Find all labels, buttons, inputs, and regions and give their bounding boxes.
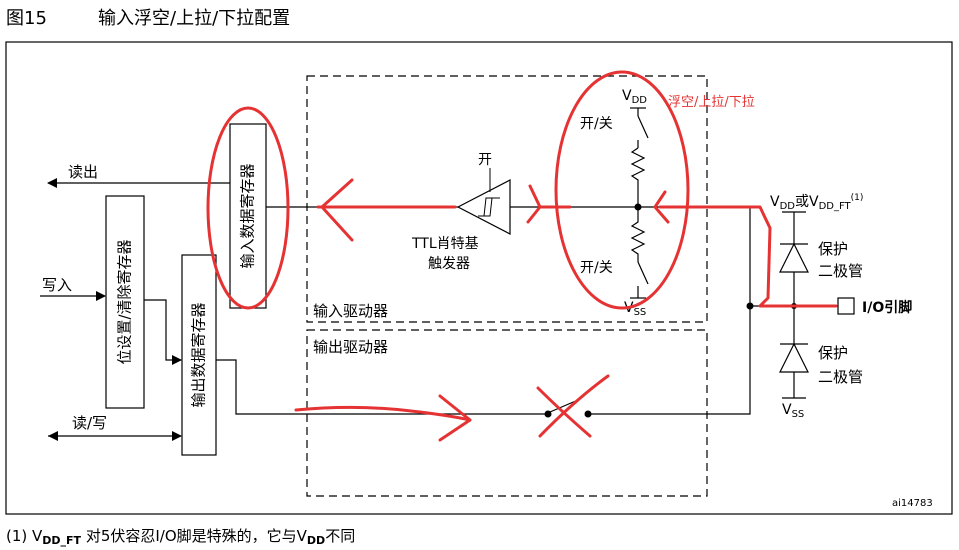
io-pin-icon — [837, 297, 855, 315]
figure-code: ai14783 — [892, 498, 933, 509]
input-driver-label: 输入驱动器 — [313, 302, 388, 320]
output-data-register — [181, 254, 217, 456]
hysteresis-icon — [478, 197, 500, 217]
bottom-diode-icon — [779, 342, 809, 373]
pin-node — [746, 302, 754, 310]
red-arrow-input-head — [320, 178, 354, 242]
protect-bottom-label-2: 二极管 — [818, 368, 863, 386]
schmitt-trigger-icon — [456, 179, 511, 235]
red-circle-input-register — [206, 106, 290, 310]
figure-number: 图15 — [6, 8, 47, 29]
red-circle-pull-network — [554, 70, 690, 310]
output-data-register-label: 输出数据寄存器 — [190, 302, 208, 407]
vss-bottom-label: VSS — [782, 402, 804, 420]
red-annotations — [206, 70, 838, 442]
bit-set-reset-register — [105, 195, 145, 409]
pull-up-switch — [637, 115, 649, 139]
output-switch-contact-left — [544, 410, 552, 418]
pull-up-resistor-icon — [630, 147, 646, 207]
bit-set-reset-register-label: 位设置/清除寄存器 — [116, 239, 134, 364]
red-cross-stroke-1 — [536, 386, 592, 438]
red-cross-stroke-2 — [538, 374, 610, 438]
bitset-to-output-line — [144, 299, 182, 365]
red-arrow-output-head — [438, 394, 472, 442]
red-arrow-node — [653, 190, 670, 224]
write-in-label: 写入 — [42, 276, 72, 294]
switch-top-label: 开/关 — [580, 116, 613, 132]
pull-down-resistor-icon — [630, 207, 646, 262]
figure-title: 输入浮空/上拉/下拉配置 — [98, 8, 290, 29]
schmitt-on-label: 开 — [478, 152, 492, 168]
vddft-label: VDD或VDD_FT(1) — [770, 193, 863, 212]
output-path-line — [216, 359, 545, 415]
read-write-arrow-head-left — [48, 431, 58, 441]
output-switch-blade — [549, 399, 579, 413]
output-switch-contact-right — [584, 410, 592, 418]
output-to-pin-line — [591, 208, 751, 415]
top-diode-icon — [779, 242, 809, 273]
schmitt-label-line1: TTL肖特基 — [411, 235, 479, 252]
protect-top-label-1: 保护 — [818, 240, 848, 258]
protect-bottom-label-1: 保护 — [818, 344, 848, 362]
io-pin-label: I/O引脚 — [862, 300, 912, 316]
switch-bottom-label: 开/关 — [580, 260, 613, 276]
output-driver-box — [306, 329, 708, 497]
outer-frame — [5, 41, 953, 515]
pull-down-switch — [637, 261, 649, 285]
protect-top-label-2: 二极管 — [818, 262, 863, 280]
red-arrow-output-line — [294, 405, 472, 422]
input-driver-box — [306, 75, 708, 323]
output-driver-label: 输出驱动器 — [313, 338, 388, 356]
schmitt-label-line2: 触发器 — [428, 256, 470, 272]
pull-config-annotation: 浮空/上拉/下拉 — [668, 95, 755, 110]
input-data-register-label: 输入数据寄存器 — [239, 163, 257, 268]
vdd-label: VDD — [622, 88, 647, 106]
red-arrow-schmitt — [526, 184, 572, 224]
read-out-label: 读出 — [68, 163, 98, 181]
red-arrow-pin-path — [658, 205, 838, 308]
footnote: (1) VDD_FT 对5伏容忍I/O脚是特殊的，它与VDD不同 — [6, 527, 355, 547]
read-write-label: 读/写 — [72, 414, 107, 432]
